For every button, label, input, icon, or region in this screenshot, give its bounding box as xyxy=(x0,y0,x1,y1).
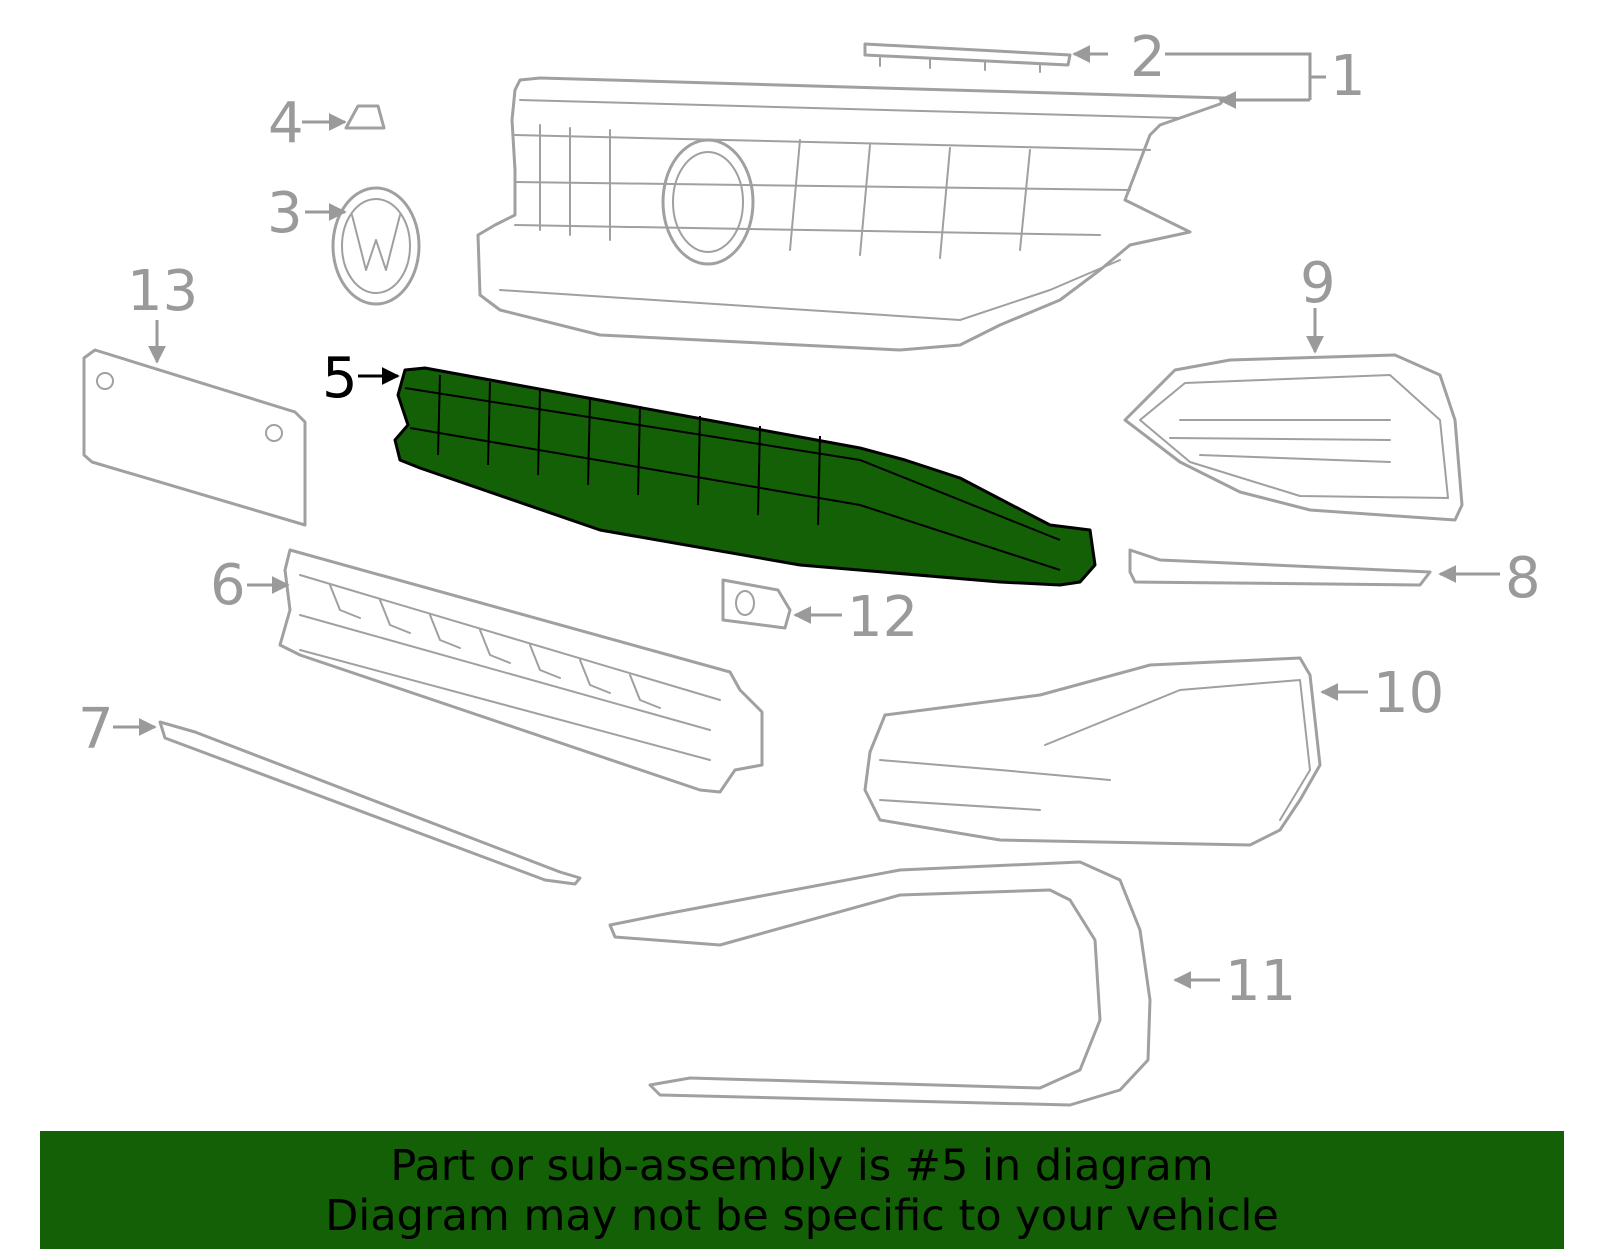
part-7-lower-strip xyxy=(158,720,582,886)
callout-labels: 1 2 3 4 5 6 7 8 9 10 11 12 13 xyxy=(78,25,1541,1014)
callout-12: 12 xyxy=(847,585,918,650)
callout-6: 6 xyxy=(210,553,246,618)
part-10-fog-insert xyxy=(863,656,1322,847)
callout-13: 13 xyxy=(127,259,198,324)
footer-banner: Part or sub-assembly is #5 in diagram Di… xyxy=(40,1131,1564,1249)
part-9-fog-trim xyxy=(1123,353,1464,522)
callout-5: 5 xyxy=(322,346,358,411)
part-13-license-bracket xyxy=(82,348,307,527)
part-1-upper-grille xyxy=(476,76,1227,352)
callout-1: 1 xyxy=(1330,44,1366,109)
part-6-honeycomb-grille xyxy=(278,548,764,794)
part-11-fog-surround xyxy=(608,860,1152,1107)
part-5-lower-grille xyxy=(393,366,1097,587)
callout-2: 2 xyxy=(1130,25,1166,90)
footer-line-1: Part or sub-assembly is #5 in diagram xyxy=(390,1141,1214,1191)
part-3-emblem xyxy=(331,186,421,306)
part-4-clip xyxy=(344,104,386,130)
part-8-strip xyxy=(1128,548,1432,587)
callout-8: 8 xyxy=(1505,546,1541,611)
callout-11: 11 xyxy=(1225,949,1296,1014)
part-2-trim-strip xyxy=(863,42,1072,73)
leader-lines xyxy=(113,45,1500,989)
footer-line-2: Diagram may not be specific to your vehi… xyxy=(325,1191,1279,1241)
callout-10: 10 xyxy=(1373,661,1444,726)
callout-3: 3 xyxy=(267,181,303,246)
callout-4: 4 xyxy=(268,91,304,156)
callout-7: 7 xyxy=(78,697,114,762)
callout-9: 9 xyxy=(1300,251,1336,316)
part-12-sensor-bracket xyxy=(721,578,792,630)
